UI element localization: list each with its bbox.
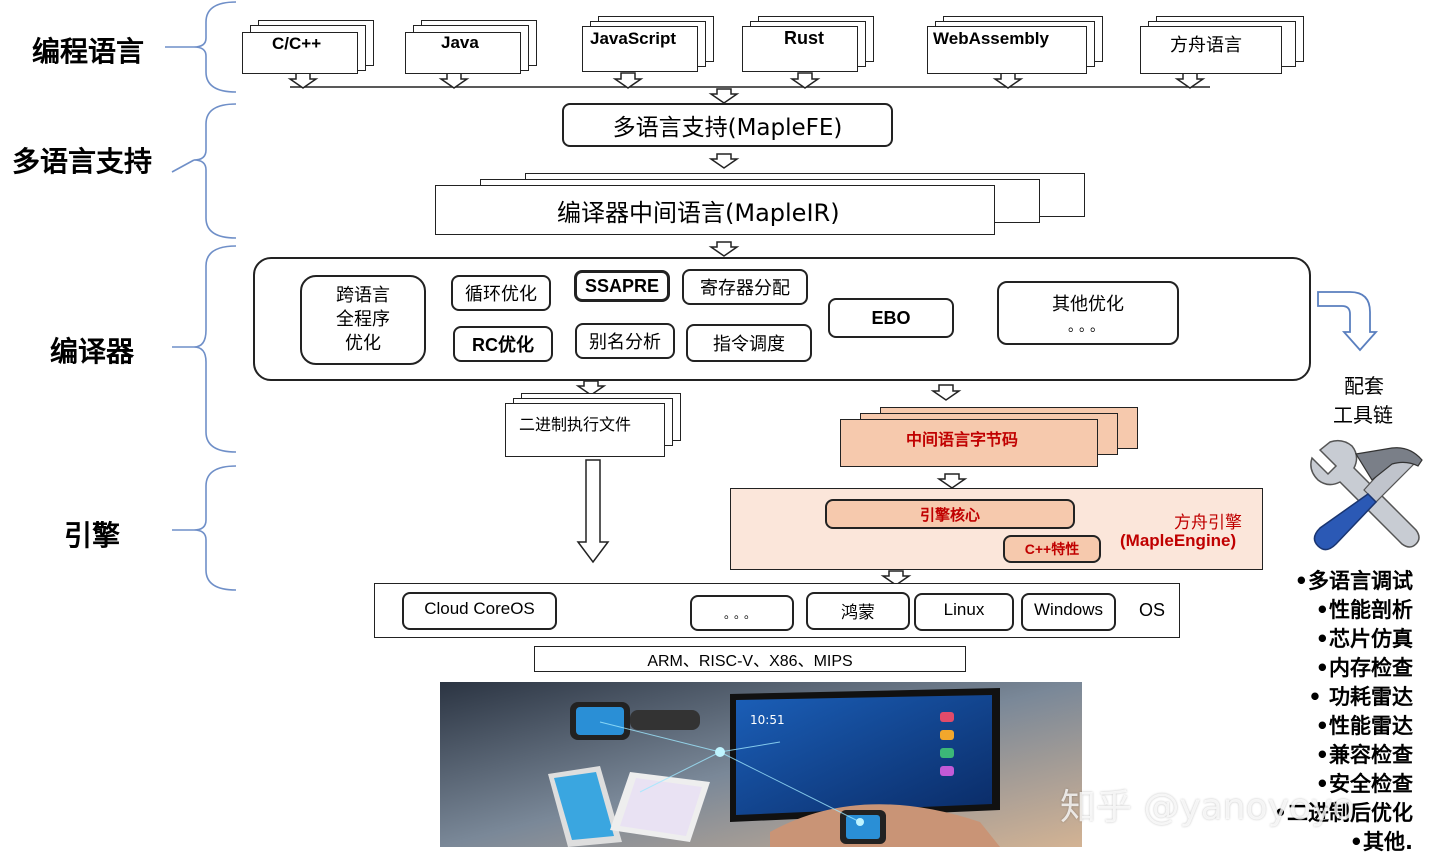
down-arrow-icon <box>287 72 319 89</box>
wrench-icon <box>1310 439 1420 548</box>
toolchain-item: •二进制后优化 <box>1273 801 1413 825</box>
down-arrow-icon <box>1174 72 1206 89</box>
brace-languages <box>193 1 237 93</box>
opt-register-allocation: 寄存器分配 <box>682 269 808 305</box>
monitor-screen: 10:51 <box>730 688 1000 835</box>
brace-multilang <box>193 103 237 239</box>
brace-engine <box>193 465 237 591</box>
toolchain-curved-arrow <box>1317 291 1379 352</box>
svg-text:10:51: 10:51 <box>750 713 785 727</box>
down-arrow-icon <box>930 384 962 401</box>
layer-label-multilang: 多语言支持 <box>12 145 153 178</box>
toolchain-item: • 功耗雷达 <box>1308 685 1413 709</box>
os-item-windows: Windows <box>1021 593 1116 631</box>
engine-cpp-box: C++特性 <box>1003 535 1101 563</box>
down-arrow-icon <box>708 88 740 104</box>
language-doc-cpp: C/C++ <box>242 20 374 74</box>
long-down-arrow-icon <box>576 459 610 564</box>
opt-rc-label: RC优化 <box>472 335 534 355</box>
block-arrows <box>287 72 1206 586</box>
toolchain-item: •兼容检查 <box>1315 743 1413 767</box>
down-arrow-icon <box>612 72 644 89</box>
brace-compiler <box>193 245 237 453</box>
opt-rc: RC优化 <box>453 326 553 362</box>
opt-instruction-scheduling: 指令调度 <box>686 324 812 362</box>
maplefe-box: 多语言支持(MapleFE) <box>562 103 893 147</box>
language-doc-webassembly: WebAssembly <box>927 16 1103 74</box>
layer-label-compiler: 编译器 <box>50 335 135 368</box>
language-label: JavaScript <box>590 29 676 48</box>
language-doc-rust: Rust <box>742 16 874 72</box>
opt-other-dots: 。。。 <box>1068 319 1108 335</box>
opt-alias-analysis: 别名分析 <box>575 323 675 359</box>
down-arrow-icon <box>438 72 470 89</box>
down-arrow-icon <box>708 153 740 169</box>
opt-ebo: EBO <box>828 298 954 338</box>
devices-photo: 10:51 <box>440 682 1082 847</box>
opt-ssapre: SSAPRE <box>574 270 670 302</box>
binary-executable-doc: 二进制执行文件 <box>505 393 683 459</box>
toolchain-item: •芯片仿真 <box>1315 627 1413 651</box>
os-item-cloud-coreos: Cloud CoreOS <box>402 592 557 630</box>
toolchain-item: •性能雷达 <box>1315 714 1413 738</box>
down-arrow-icon <box>789 72 821 89</box>
opt-other: 其他优化 。。。 <box>997 281 1179 345</box>
os-item-ellipsis: 。。。 <box>690 595 794 631</box>
language-label: 方舟语言 <box>1170 35 1242 56</box>
mapleir-doc: 编译器中间语言(MapleIR) <box>435 173 1087 237</box>
language-doc-java: Java <box>405 20 537 74</box>
wrist-watch <box>770 804 1000 847</box>
engine-core-box: 引擎核心 <box>825 499 1075 529</box>
bytecode-doc: 中间语言字节码 <box>840 407 1140 469</box>
smartwatch-top <box>570 702 700 740</box>
language-doc-javascript: JavaScript <box>582 16 714 72</box>
toolchain-item: •多语言调试 <box>1294 569 1413 593</box>
maplefe-label: 多语言支持(MapleFE) <box>612 115 843 141</box>
toolchain-title-line2: 工具链 <box>1333 403 1393 427</box>
down-arrow-icon <box>708 241 740 257</box>
bytecode-label: 中间语言字节码 <box>906 430 1019 449</box>
mapleir-label: 编译器中间语言(MapleIR) <box>557 199 840 227</box>
tools-icon <box>1306 439 1426 558</box>
os-item-harmony: 鸿蒙 <box>806 592 910 630</box>
toolchain-title-line1: 配套 <box>1344 374 1384 398</box>
language-label: Java <box>441 33 479 52</box>
toolchain-item: •其他. <box>1349 830 1413 854</box>
toolchain-item: •内存检查 <box>1315 656 1413 680</box>
opt-cross-language: 跨语言 全程序 优化 <box>300 275 426 365</box>
phones <box>548 766 710 847</box>
layer-label-languages: 编程语言 <box>32 35 145 68</box>
engine-subtitle: (MapleEngine) <box>1120 531 1237 550</box>
down-arrow-icon <box>880 570 912 586</box>
hammer-icon <box>1355 447 1423 481</box>
layer-label-engine: 引擎 <box>64 519 121 552</box>
toolchain-item: •性能剖析 <box>1315 598 1413 622</box>
toolchain-item: •安全检查 <box>1315 772 1413 796</box>
language-label: WebAssembly <box>933 29 1049 48</box>
down-arrow-icon <box>936 473 968 489</box>
language-doc-fangzhou: 方舟语言 <box>1140 16 1304 74</box>
down-arrow-icon <box>992 72 1024 89</box>
opt-loop: 循环优化 <box>451 275 551 311</box>
language-label: Rust <box>784 28 824 48</box>
watermark: 知乎 @yanoyoyo <box>1060 787 1355 828</box>
binary-executable-label: 二进制执行文件 <box>519 415 632 434</box>
devices-illustration: 10:51 <box>440 682 1082 847</box>
opt-other-label: 其他优化 <box>1052 294 1124 315</box>
layer-braces <box>165 1 237 591</box>
os-item-linux: Linux <box>914 593 1014 631</box>
down-arrow-icon <box>575 380 607 396</box>
architecture-bar: ARM、RISC-V、X86、MIPS <box>534 646 966 672</box>
engine-title: 方舟引擎 <box>1174 513 1242 533</box>
language-label: C/C++ <box>272 34 322 53</box>
os-label: OS <box>1139 600 1166 620</box>
